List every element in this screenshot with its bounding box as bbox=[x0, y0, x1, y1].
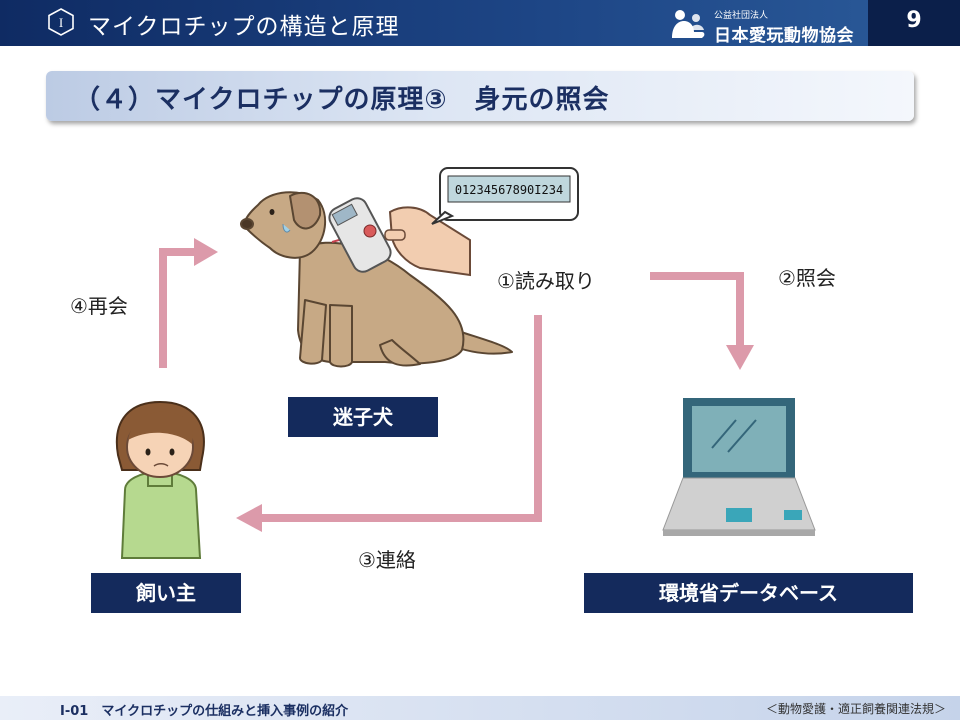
page-number-box: 9 bbox=[868, 0, 960, 46]
org-name: 日本愛玩動物協会 bbox=[714, 26, 854, 46]
arrow-query bbox=[650, 272, 744, 345]
stray-dog-label-box: 迷子犬 bbox=[288, 397, 438, 437]
step-query-label: ②照会 bbox=[778, 266, 836, 290]
section-badge-label: I bbox=[59, 15, 63, 30]
header-bar: I マイクロチップの構造と原理 公益社団法人 日本愛玩動物協会 9 bbox=[0, 0, 960, 46]
org-subtitle: 公益社団法人 bbox=[714, 11, 769, 21]
arrowhead-reunite bbox=[194, 238, 218, 266]
arrow-contact bbox=[262, 315, 542, 522]
arrowhead-contact bbox=[236, 504, 262, 532]
org-logo-icon bbox=[672, 10, 705, 38]
arrowhead-query bbox=[726, 345, 754, 370]
owner-illustration bbox=[115, 400, 205, 559]
footer-bar: I-01 マイクロチップの仕組みと挿入事例の紹介 ＜動物愛護・適正飼養関連法規＞ bbox=[0, 696, 960, 720]
chip-reader-illustration bbox=[328, 197, 471, 277]
org-logo: 公益社団法人 日本愛玩動物協会 bbox=[668, 6, 858, 46]
reader-display-bubble: 01234567890I234 bbox=[431, 167, 579, 225]
step-read-label: ①読み取り bbox=[497, 269, 595, 293]
reader-display-number: 01234567890I234 bbox=[455, 183, 563, 197]
footer-category: ＜動物愛護・適正飼養関連法規＞ bbox=[765, 702, 946, 716]
database-label-box: 環境省データベース bbox=[584, 573, 913, 613]
step-contact-label: ③連絡 bbox=[358, 548, 416, 572]
arrow-reunite bbox=[159, 248, 196, 368]
stray-dog-illustration bbox=[240, 191, 513, 368]
page-title: マイクロチップの構造と原理 bbox=[88, 14, 400, 40]
laptop-database-icon bbox=[662, 398, 816, 536]
step-reunite-label: ④再会 bbox=[70, 294, 128, 318]
page-number: 9 bbox=[906, 8, 922, 33]
section-badge-icon: I bbox=[48, 8, 74, 36]
slide-subtitle: （４）マイクロチップの原理③ 身元の照会 bbox=[74, 85, 610, 115]
footer-course-title: I-01 マイクロチップの仕組みと挿入事例の紹介 bbox=[60, 704, 349, 719]
owner-label-box: 飼い主 bbox=[91, 573, 241, 613]
slide-subtitle-banner: （４）マイクロチップの原理③ 身元の照会 bbox=[46, 71, 914, 121]
flow-arrows bbox=[159, 248, 744, 522]
